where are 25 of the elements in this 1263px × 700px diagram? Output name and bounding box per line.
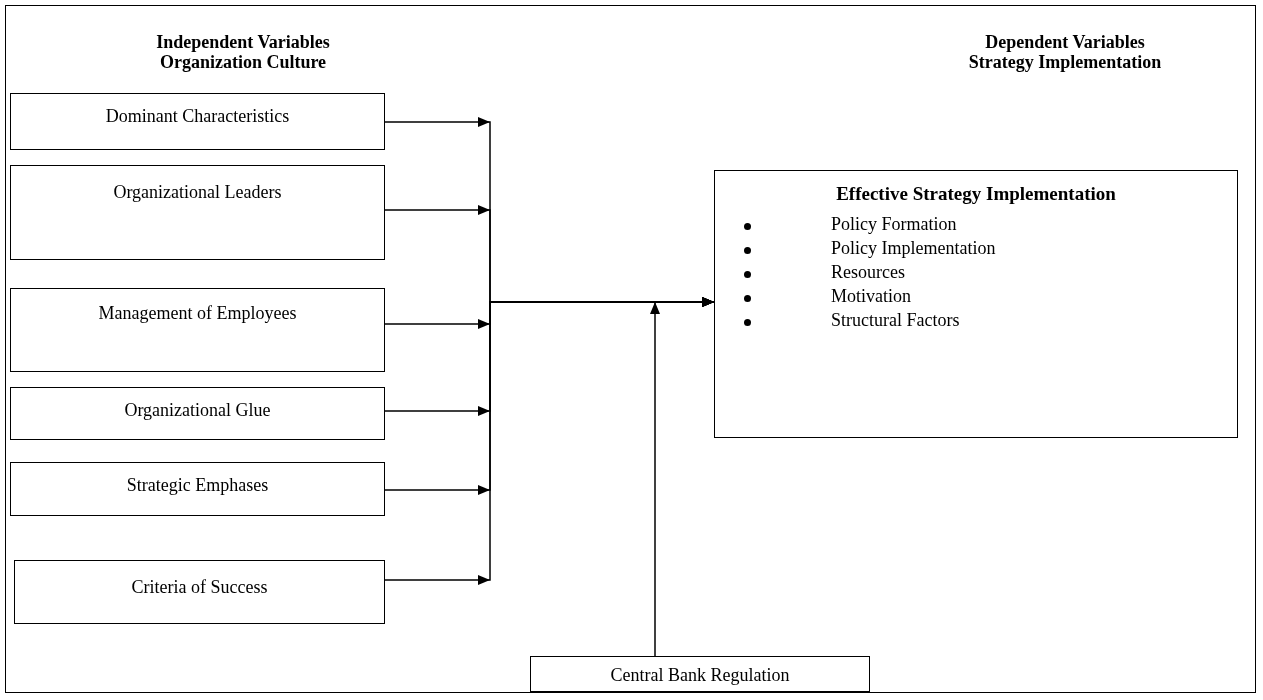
independent-variable-box xyxy=(10,288,385,372)
list-item: Policy Implementation xyxy=(831,238,996,259)
independent-variable-box xyxy=(14,560,385,624)
list-item: Motivation xyxy=(831,286,911,307)
box-label: Central Bank Regulation xyxy=(609,665,791,686)
dependent-variable-box xyxy=(714,170,1238,438)
box-label: Criteria of Success xyxy=(130,577,269,598)
column-heading: Strategy Implementation xyxy=(968,52,1162,73)
independent-variable-box xyxy=(10,165,385,260)
list-item: Policy Formation xyxy=(831,214,957,235)
column-heading: Dependent Variables xyxy=(985,32,1145,53)
list-item: Structural Factors xyxy=(831,310,960,331)
box-label: Organizational Glue xyxy=(123,400,272,421)
independent-variable-box xyxy=(10,387,385,440)
box-heading: Effective Strategy Implementation xyxy=(835,183,1117,205)
box-label: Management of Employees xyxy=(97,303,298,324)
independent-variable-box xyxy=(10,462,385,516)
column-heading: Organization Culture xyxy=(159,52,327,73)
column-heading: Independent Variables xyxy=(156,32,330,53)
box-label: Dominant Characteristics xyxy=(104,106,291,127)
independent-variable-box xyxy=(10,93,385,150)
moderator-box xyxy=(530,656,870,692)
box-label: Strategic Emphases xyxy=(125,475,270,496)
box-label: Organizational Leaders xyxy=(112,182,283,203)
list-item: Resources xyxy=(831,262,905,283)
